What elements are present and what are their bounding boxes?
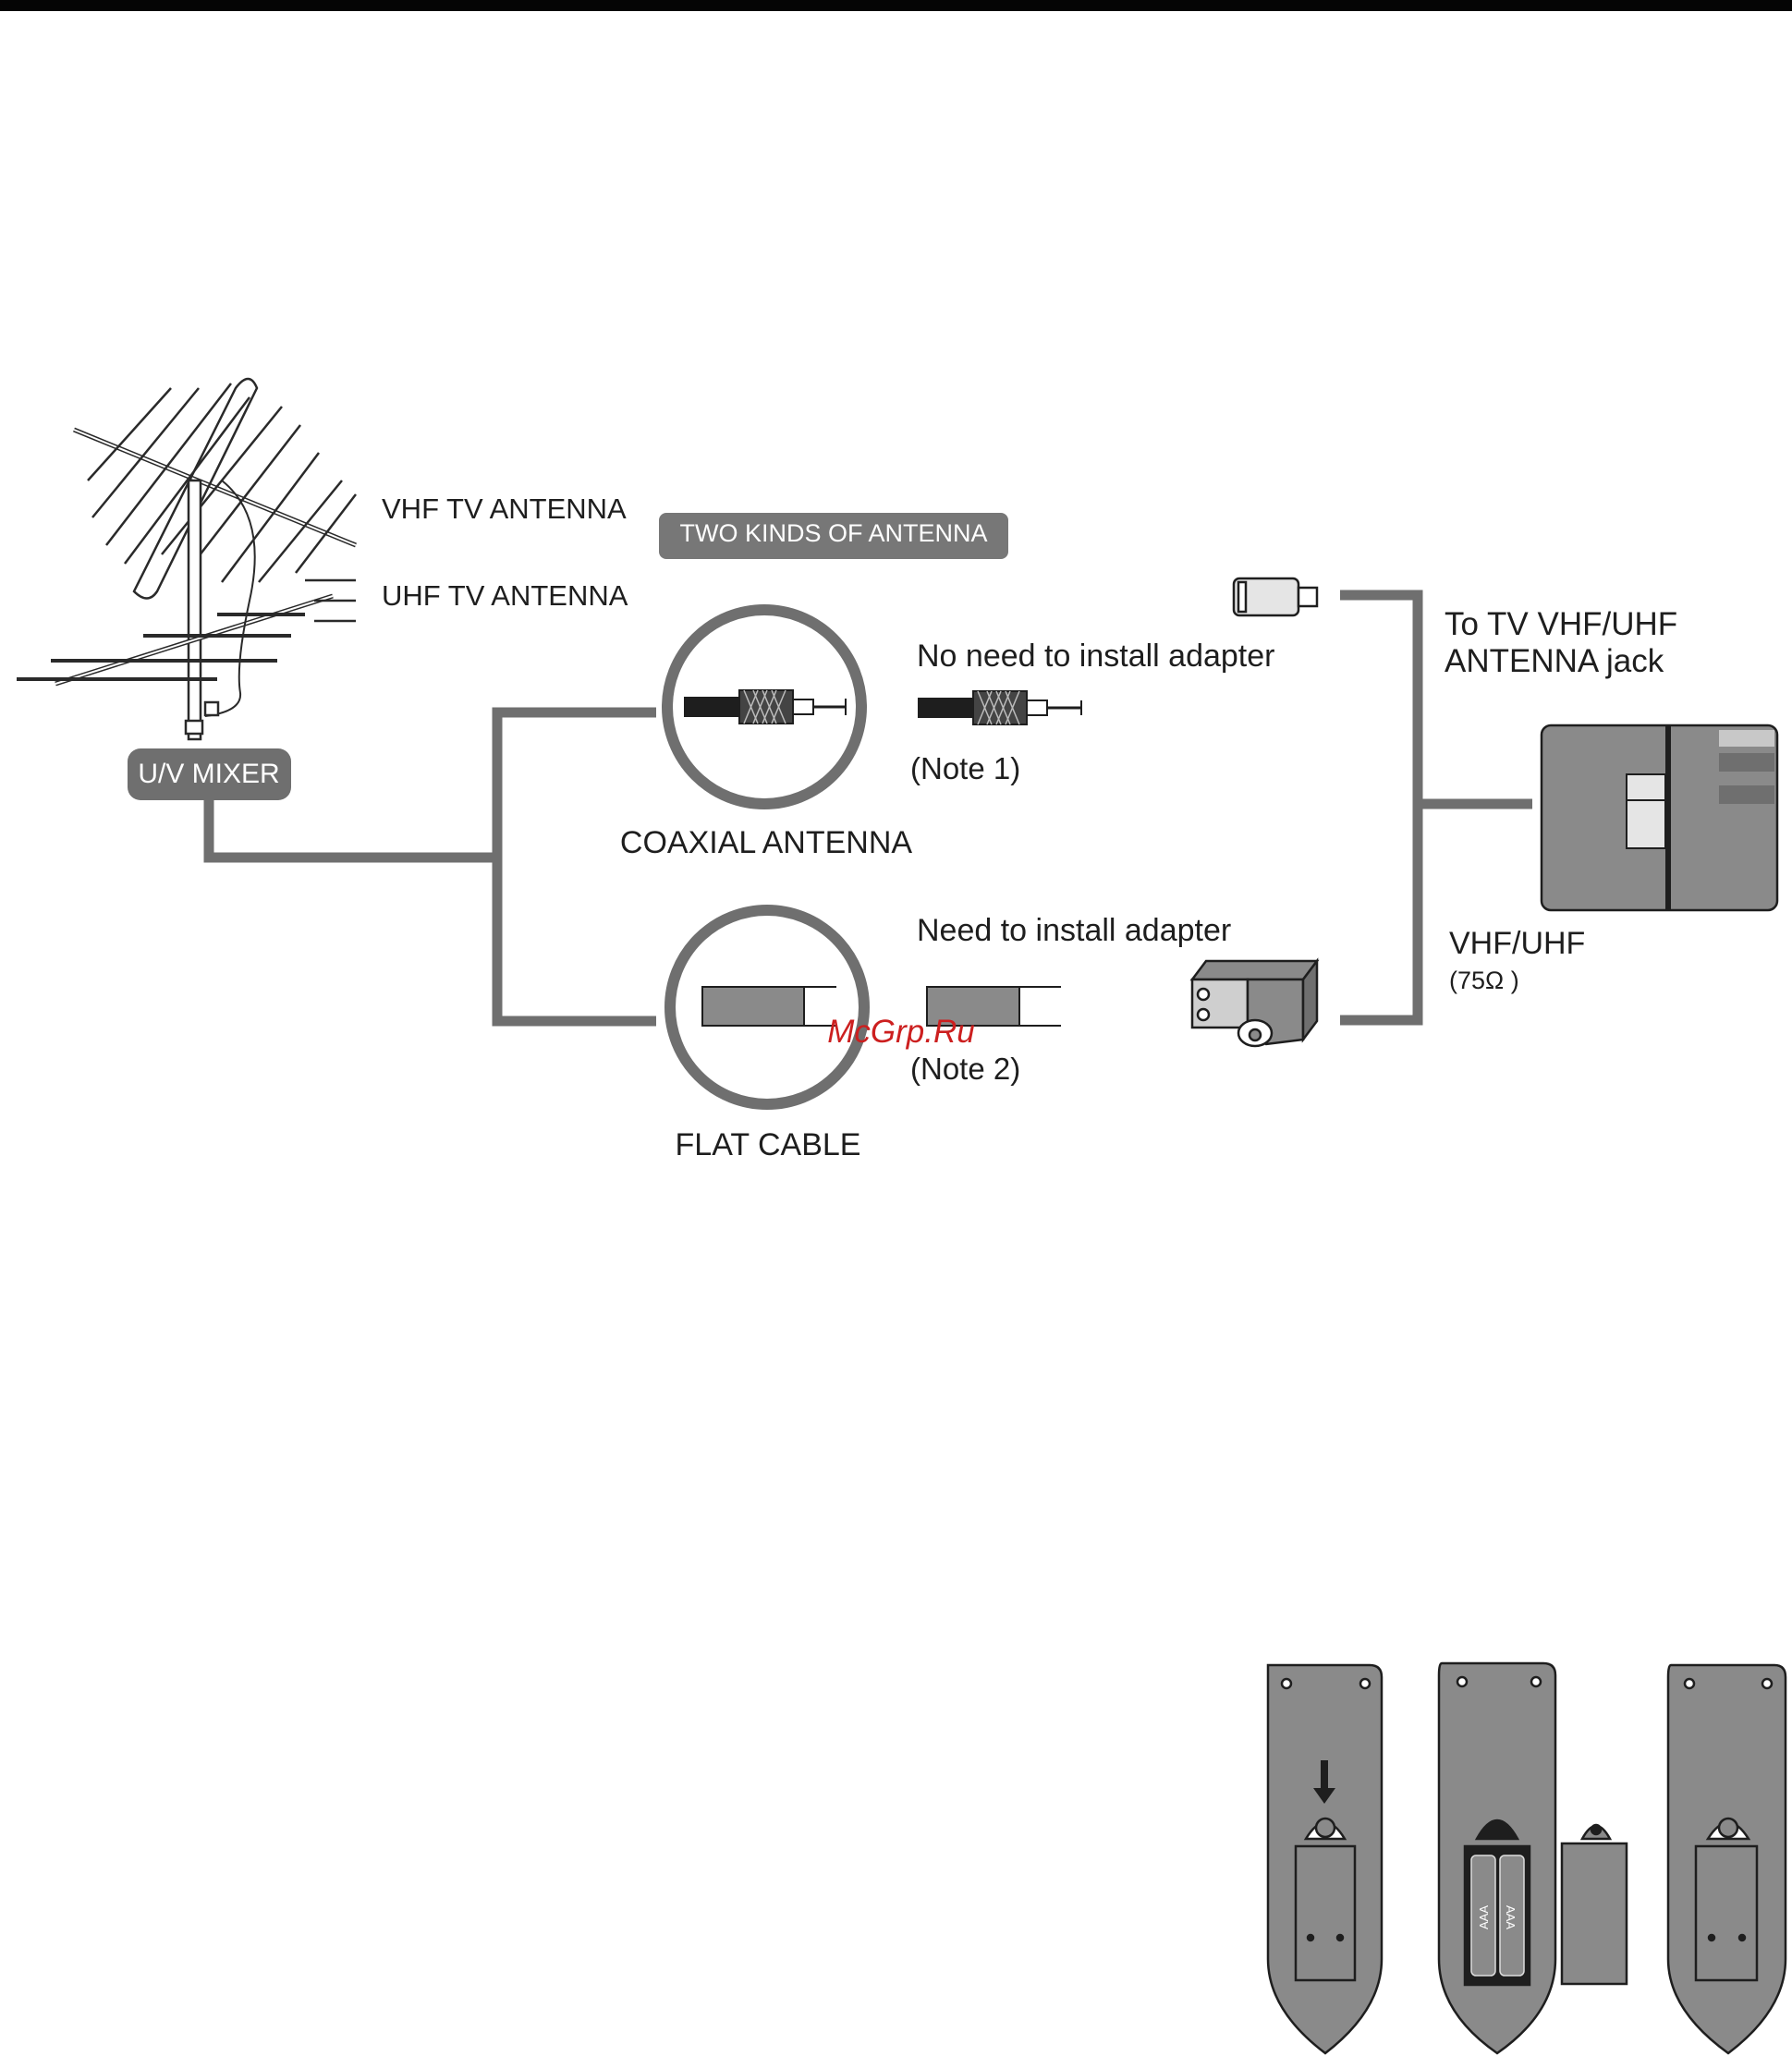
ohm-label: (75Ω ) [1449, 967, 1519, 994]
flat-cable-circle [670, 910, 864, 1104]
to-tv-line2: ANTENNA jack [1445, 643, 1664, 679]
coaxial-cable-icon [918, 691, 1081, 724]
uv-mixer-badge: U/V MIXER [128, 748, 291, 800]
two-kinds-badge: TWO KINDS OF ANTENNA [659, 513, 1008, 559]
uv-mixer-label: U/V MIXER [138, 759, 279, 789]
battery-aaa-label-1: AAA [1477, 1905, 1491, 1929]
note2-label: (Note 2) [910, 1052, 1020, 1086]
note1-label: (Note 1) [910, 751, 1020, 785]
two-kinds-label: TWO KINDS OF ANTENNA [679, 519, 987, 547]
to-tv-line1: To TV VHF/UHF [1445, 606, 1677, 642]
vhf-antenna-label: VHF TV ANTENNA [382, 493, 627, 525]
vhf-uhf-label: VHF/UHF [1449, 926, 1585, 961]
uhf-antenna-label: UHF TV ANTENNA [382, 579, 628, 612]
need-adapter-label: Need to install adapter [917, 913, 1231, 948]
adapter-icon [1192, 961, 1317, 1046]
no-adapter-label: No need to install adapter [917, 639, 1274, 674]
watermark: McGrp.Ru [827, 1014, 974, 1050]
remote-closed [1668, 1665, 1786, 2053]
vhf-uhf-antenna-illustration [17, 379, 356, 739]
tv-antenna-jack-panel [1542, 725, 1777, 910]
flat-cable-label: FLAT CABLE [676, 1127, 861, 1162]
battery-aaa-label-2: AAA [1504, 1905, 1518, 1929]
coaxial-antenna-label: COAXIAL ANTENNA [620, 825, 912, 860]
coaxial-circle [667, 610, 861, 804]
f-connector-icon [1234, 578, 1317, 615]
remote-open-battery-compartment [1439, 1663, 1555, 2053]
remote-with-cover-arrow [1268, 1665, 1382, 2053]
top-border [0, 0, 1792, 11]
battery-cover-icon [1562, 1825, 1627, 1984]
